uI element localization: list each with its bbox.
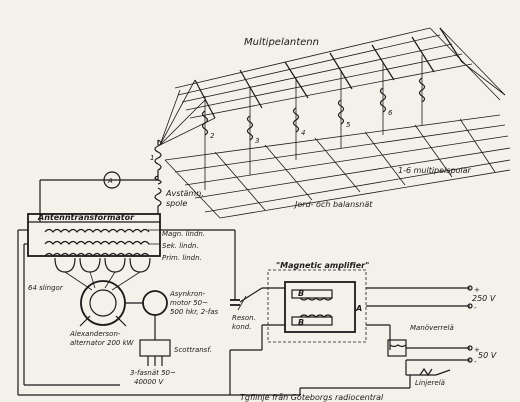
label-asynkron-1: Asynkron- bbox=[169, 290, 206, 298]
label-manoverrela: Manöverrelä bbox=[410, 324, 454, 332]
coil-1 bbox=[154, 139, 162, 180]
label-asynkron-3: 500 hkr, 2-fas bbox=[170, 308, 218, 316]
label-jord-balansnat: Jord- och balansnät bbox=[293, 200, 373, 209]
label-multipelspolar: 1-6 multipelspolar bbox=[398, 166, 472, 175]
label-minus-1: - bbox=[474, 304, 477, 312]
label-asynkron-2: motor 50~ bbox=[170, 299, 208, 307]
coil-2 bbox=[201, 110, 209, 136]
label-telegraflinje: Tgflinje från Göteborgs radiocentral bbox=[240, 392, 384, 402]
left-feeder bbox=[17, 229, 300, 396]
label-sek-lindn: Sek. lindn. bbox=[162, 242, 199, 250]
label-prim-lindn: Prim. lindn. bbox=[162, 254, 202, 262]
ammeter-icon bbox=[103, 171, 121, 189]
resonance-capacitor bbox=[160, 229, 263, 311]
label-fasnat-2: 40000 V bbox=[134, 378, 164, 386]
multiple-antenna bbox=[159, 27, 511, 219]
label-slingor: 64 slingor bbox=[28, 284, 64, 292]
label-magn-lindn: Magn. lindn. bbox=[162, 230, 205, 238]
scott-transformer bbox=[139, 339, 171, 366]
label-magnetic-amplifier: "Magnetic amplifier" bbox=[276, 261, 369, 270]
coil-7 bbox=[418, 77, 426, 103]
label-b-bottom: B bbox=[298, 318, 304, 327]
label-coil-4: 4 bbox=[301, 129, 305, 137]
label-avstamn-2: spole bbox=[166, 199, 187, 208]
relays bbox=[299, 285, 473, 395]
coil-4 bbox=[292, 107, 300, 133]
label-resonkond-1: Reson. bbox=[232, 314, 256, 322]
label-multipelantenn: Multipelantenn bbox=[244, 37, 319, 48]
label-ammeter: A bbox=[107, 177, 113, 185]
async-motor bbox=[142, 290, 168, 340]
coil-3 bbox=[246, 115, 254, 141]
primary-loops bbox=[54, 257, 151, 291]
label-coil-1: 1 bbox=[150, 154, 154, 162]
label-b-top: B bbox=[298, 289, 304, 298]
label-antenntransformator: Antenntransformator bbox=[37, 213, 135, 222]
label-alexanderson-1: Alexanderson- bbox=[69, 330, 121, 338]
label-linjerela: Linjerelä bbox=[415, 379, 445, 387]
label-plus-1: + bbox=[474, 286, 480, 294]
label-resonkond-2: kond. bbox=[232, 323, 251, 331]
label-plus-2: + bbox=[474, 346, 480, 354]
antenna-transformer bbox=[27, 213, 161, 257]
label-coil-5: 5 bbox=[346, 121, 351, 129]
label-fasnat-1: 3-fasnät 50~ bbox=[130, 369, 176, 377]
label-scottransf: Scottransf. bbox=[174, 346, 212, 354]
coil-6 bbox=[379, 87, 387, 113]
label-minus-2: - bbox=[474, 358, 477, 366]
label-alexanderson-2: alternator 200 kW bbox=[70, 339, 135, 347]
label-avstamn-1: Avstämn. bbox=[165, 189, 204, 198]
label-coil-3: 3 bbox=[255, 137, 259, 145]
alexanderson-alternator bbox=[79, 280, 143, 327]
ammeter-circuit bbox=[39, 171, 158, 222]
label-50v: 50 V bbox=[478, 351, 497, 360]
multiple-coils bbox=[201, 77, 426, 141]
tuning-coil bbox=[154, 175, 162, 214]
label-250v: 250 V bbox=[472, 294, 496, 303]
magnetic-amplifier bbox=[229, 269, 470, 395]
label-a-core: A bbox=[355, 304, 362, 313]
label-coil-6: 6 bbox=[388, 109, 393, 117]
coil-5 bbox=[337, 99, 345, 125]
label-coil-2: 2 bbox=[210, 132, 215, 140]
